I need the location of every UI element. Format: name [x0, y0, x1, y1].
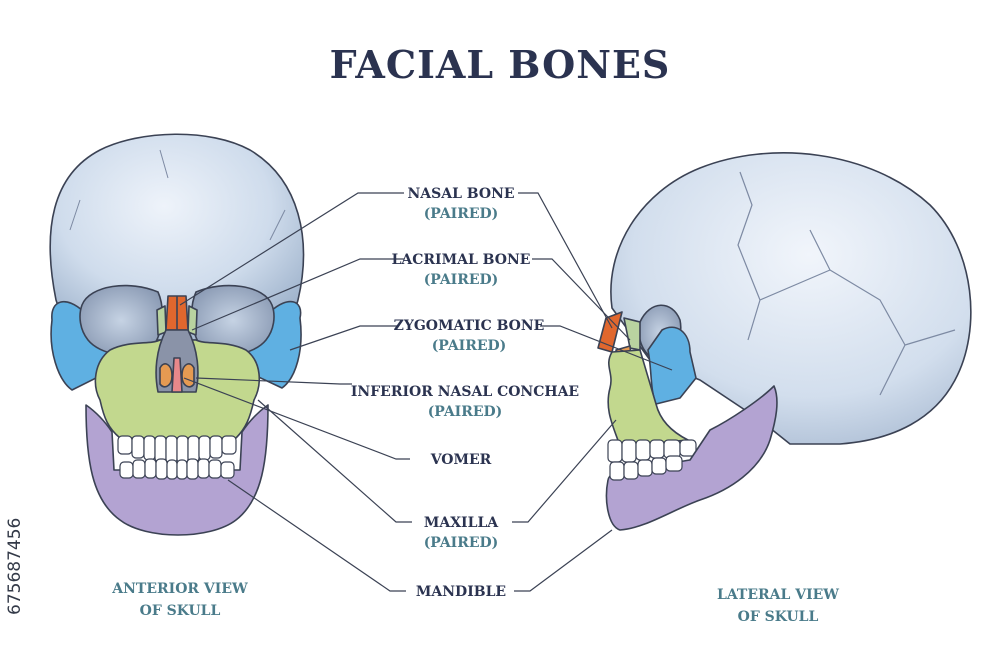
leader-zygomatic-right [540, 325, 673, 371]
label-nasal-bone: NASAL BONE (PAIRED) [346, 184, 576, 224]
leader-maxilla-left [257, 399, 412, 523]
lateral-lower-teeth [609, 455, 683, 481]
leader-zygomatic-left [289, 325, 398, 351]
label-zygomatic-bone-name: ZYGOMATIC BONE [393, 318, 545, 334]
anterior-conchae-left [159, 363, 173, 388]
anterior-lacrimal-left [156, 305, 167, 336]
caption-lateral-line1: LATERAL VIEW [716, 587, 840, 603]
anterior-upper-teeth [117, 435, 237, 464]
caption-anterior-line2: OF SKULL [139, 603, 221, 619]
leader-lacrimal-right [532, 258, 631, 341]
anterior-lower-teeth [119, 458, 235, 480]
stock-id-watermark: 675687456 [5, 518, 25, 615]
label-nasal-bone-note: (PAIRED) [423, 206, 499, 222]
lateral-zygomatic [647, 326, 697, 405]
leader-nasal-right [518, 192, 613, 329]
lateral-maxilla [607, 349, 689, 447]
lateral-cranium [610, 152, 972, 445]
anterior-lacrimal-right [187, 305, 198, 336]
leader-nasal-left [179, 192, 404, 306]
label-mandible: MANDIBLE [346, 582, 576, 602]
leader-vomer [183, 377, 410, 460]
caption-anterior-view: ANTERIOR VIEW OF SKULL [70, 578, 290, 622]
leader-lines [179, 192, 673, 592]
label-maxilla: MAXILLA (PAIRED) [346, 513, 576, 553]
caption-lateral-line2: OF SKULL [737, 609, 819, 625]
lateral-lacrimal [623, 317, 641, 351]
lateral-skull [597, 152, 972, 531]
anterior-vomer [171, 357, 183, 393]
label-lacrimal-bone: LACRIMAL BONE (PAIRED) [346, 250, 576, 290]
label-conchae-name: INFERIOR NASAL CONCHAE [350, 384, 580, 400]
lateral-mandible [605, 385, 778, 531]
leader-mandible-left [227, 479, 406, 592]
caption-lateral-view: LATERAL VIEW OF SKULL [668, 584, 888, 628]
label-maxilla-name: MAXILLA [423, 515, 499, 531]
label-lacrimal-bone-note: (PAIRED) [423, 272, 499, 288]
anterior-conchae-right [181, 363, 195, 388]
leader-conchae [195, 377, 352, 385]
label-vomer: VOMER [346, 450, 576, 470]
lateral-upper-teeth [607, 439, 697, 463]
label-nasal-bone-name: NASAL BONE [407, 186, 515, 202]
stock-id-text: 675687456 [5, 518, 25, 615]
page-title: FACIAL BONES [329, 42, 671, 87]
label-zygomatic-bone-note: (PAIRED) [431, 338, 507, 354]
anterior-skull [49, 133, 305, 536]
label-zygomatic-bone: ZYGOMATIC BONE (PAIRED) [354, 316, 584, 356]
label-maxilla-note: (PAIRED) [423, 535, 499, 551]
label-vomer-name: VOMER [430, 452, 492, 468]
label-conchae-note: (PAIRED) [427, 404, 503, 420]
label-mandible-name: MANDIBLE [415, 584, 507, 600]
leader-mandible-right [514, 529, 613, 592]
leader-lacrimal-left [191, 258, 404, 331]
leader-maxilla-right [512, 419, 617, 523]
caption-anterior-line1: ANTERIOR VIEW [112, 581, 248, 597]
label-inferior-nasal-conchae: INFERIOR NASAL CONCHAE (PAIRED) [350, 382, 580, 422]
label-lacrimal-bone-name: LACRIMAL BONE [391, 252, 531, 268]
